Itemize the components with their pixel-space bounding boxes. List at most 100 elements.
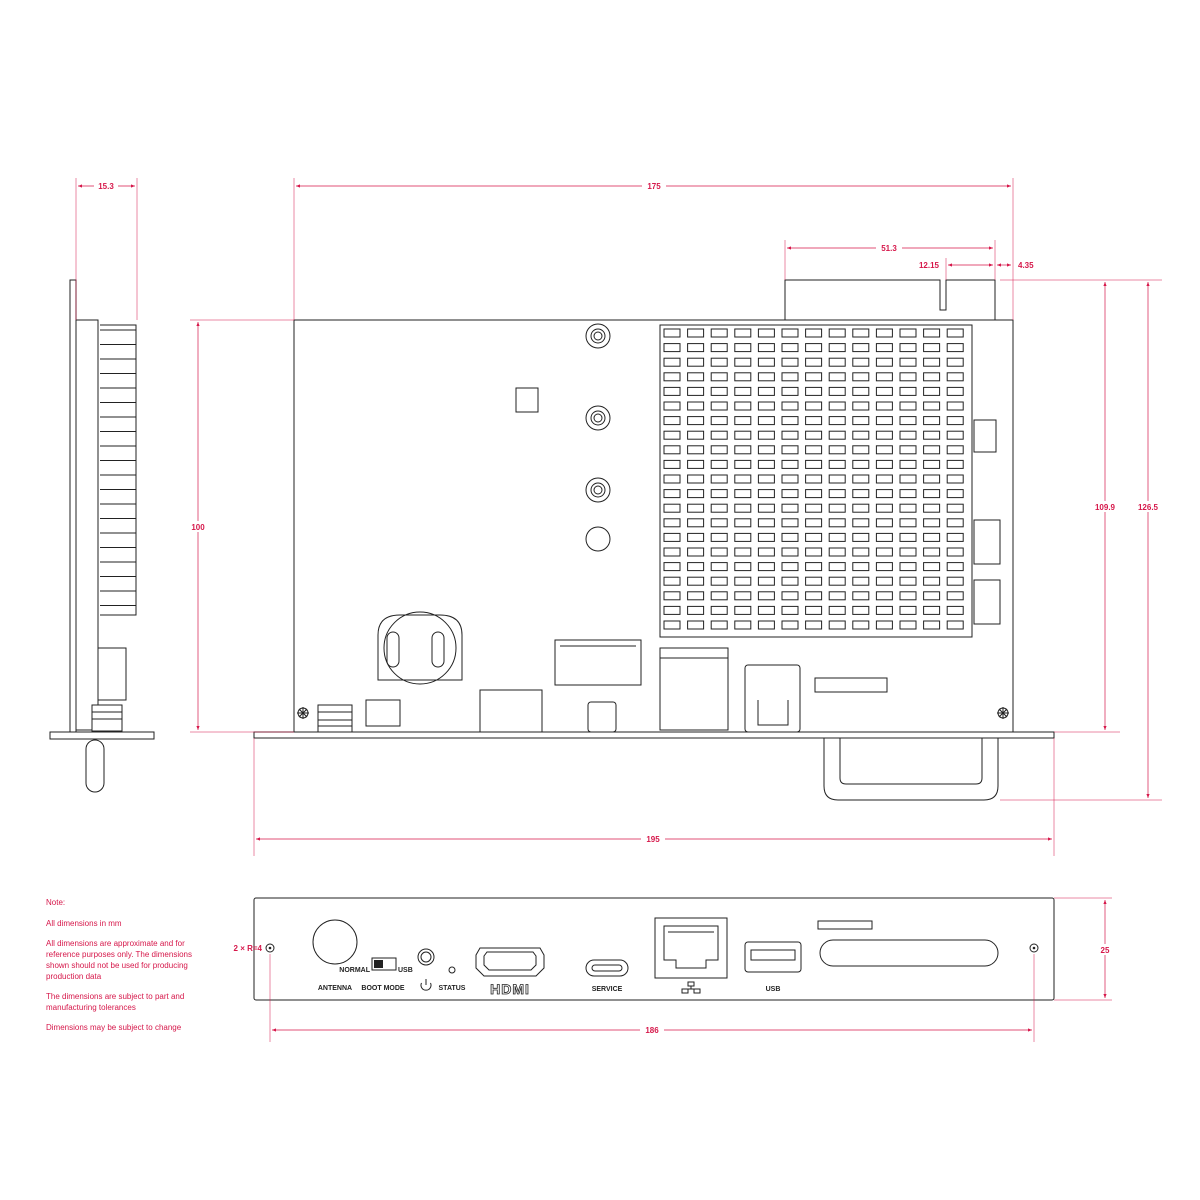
heatsink-fin	[923, 459, 941, 469]
heatsink-fin	[946, 489, 964, 499]
heatsink-fin	[875, 518, 893, 528]
heatsink-fin	[710, 518, 728, 528]
heatsink-fin	[875, 445, 893, 455]
heatsink-fin	[687, 401, 705, 411]
dim-hole-spec: 2 × R=4	[234, 944, 263, 953]
heatsink-fin	[663, 518, 681, 528]
chip-ic	[515, 387, 539, 413]
heatsink-fin	[734, 386, 752, 396]
usb-port	[744, 941, 802, 973]
heatsink-fin	[828, 386, 846, 396]
heatsink-fin	[852, 328, 870, 338]
heatsink-fin	[805, 343, 823, 353]
heatsink-fin	[828, 591, 846, 601]
heatsink-fin	[781, 591, 799, 601]
dim-front-height: 25	[1054, 897, 1115, 1001]
heatsink-fin	[710, 620, 728, 630]
heatsink-fin	[663, 357, 681, 367]
heatsink-fin	[852, 474, 870, 484]
heatsink-fin	[828, 503, 846, 513]
heatsink-fin	[687, 547, 705, 557]
heatsink-fin	[734, 474, 752, 484]
heatsink-fin	[734, 401, 752, 411]
heatsink-fin	[828, 605, 846, 615]
heatsink-fin	[781, 328, 799, 338]
heatsink-fin	[757, 430, 775, 440]
heatsink-fin	[946, 430, 964, 440]
heatsink-fin	[852, 416, 870, 426]
heatsink-fin	[687, 459, 705, 469]
label-service: SERVICE	[592, 986, 623, 993]
dim-hole-spec-label: 2 × R=4	[234, 944, 263, 953]
heatsink-fin	[710, 576, 728, 586]
heatsink-fin	[828, 372, 846, 382]
heatsink-fin	[875, 430, 893, 440]
dim-plate-width-label: 195	[646, 835, 660, 844]
heatsink-fin	[663, 343, 681, 353]
heatsink-fin	[923, 605, 941, 615]
status-led	[448, 966, 456, 974]
heatsink-fin	[687, 328, 705, 338]
heatsink-fin	[757, 357, 775, 367]
heatsink-fin	[710, 401, 728, 411]
mount-hole	[585, 526, 611, 552]
heatsink-fin	[805, 518, 823, 528]
mounting-hole-right	[1029, 943, 1039, 953]
dim-connector-width: 51.3	[784, 240, 996, 280]
heatsink-fin	[852, 591, 870, 601]
heatsink-fin	[899, 605, 917, 615]
label-status: STATUS	[439, 985, 466, 992]
heatsink-fin	[852, 489, 870, 499]
heatsink-fin	[781, 474, 799, 484]
heatsink-fin	[875, 532, 893, 542]
heatsink-fin	[687, 357, 705, 367]
antenna-connector-top	[317, 704, 353, 733]
heatsink-fin	[946, 328, 964, 338]
heatsink-fin	[875, 372, 893, 382]
heatsink-fin	[757, 532, 775, 542]
notes-line: Dimensions may be subject to change	[46, 1023, 182, 1032]
heatsink-fin	[946, 591, 964, 601]
dim-front-width-label: 186	[645, 1026, 659, 1035]
heatsink-fin	[805, 547, 823, 557]
heatsink-fin	[828, 430, 846, 440]
heatsink-fin	[734, 459, 752, 469]
heatsink-fin	[781, 343, 799, 353]
heatsink-fin	[710, 445, 728, 455]
heatsink-fin	[946, 503, 964, 513]
heatsink-fin	[781, 372, 799, 382]
standoff-2	[585, 405, 611, 431]
heatsink-fin	[805, 372, 823, 382]
heatsink-fin	[663, 372, 681, 382]
heatsink-fin	[828, 401, 846, 411]
dim-top-width-label: 175	[647, 182, 661, 191]
heatsink-fin	[946, 401, 964, 411]
heatsink-fin	[923, 328, 941, 338]
sd-card-slot	[819, 939, 999, 967]
heatsink-fin	[687, 518, 705, 528]
heatsink-fin	[923, 591, 941, 601]
standoff-3	[585, 477, 611, 503]
front-view: ANTENNA NORMAL USB BOOT MODE STATUS HDMI…	[253, 897, 1055, 1001]
heatsink-fin	[687, 489, 705, 499]
notes-block: Note: All dimensions in mm All dimension…	[46, 898, 192, 1032]
heatsink-fin	[923, 518, 941, 528]
heatsink-fin	[899, 459, 917, 469]
heatsink-fin	[663, 401, 681, 411]
notes-line: shown should not be used for producing	[46, 961, 188, 970]
label-hdmi: HDMI	[490, 981, 530, 997]
heatsink-fin	[828, 620, 846, 630]
heatsink-fin	[781, 605, 799, 615]
heatsink-fin	[923, 343, 941, 353]
power-button	[417, 948, 435, 966]
notes-line: The dimensions are subject to part and	[46, 992, 184, 1001]
heatsink-fin	[757, 562, 775, 572]
heatsink-fin	[710, 372, 728, 382]
heatsink-fin	[875, 503, 893, 513]
heatsink-fin	[687, 591, 705, 601]
component-right	[973, 419, 997, 453]
heatsink-fin	[687, 562, 705, 572]
heatsink-fin	[875, 474, 893, 484]
heatsink-fin	[734, 445, 752, 455]
